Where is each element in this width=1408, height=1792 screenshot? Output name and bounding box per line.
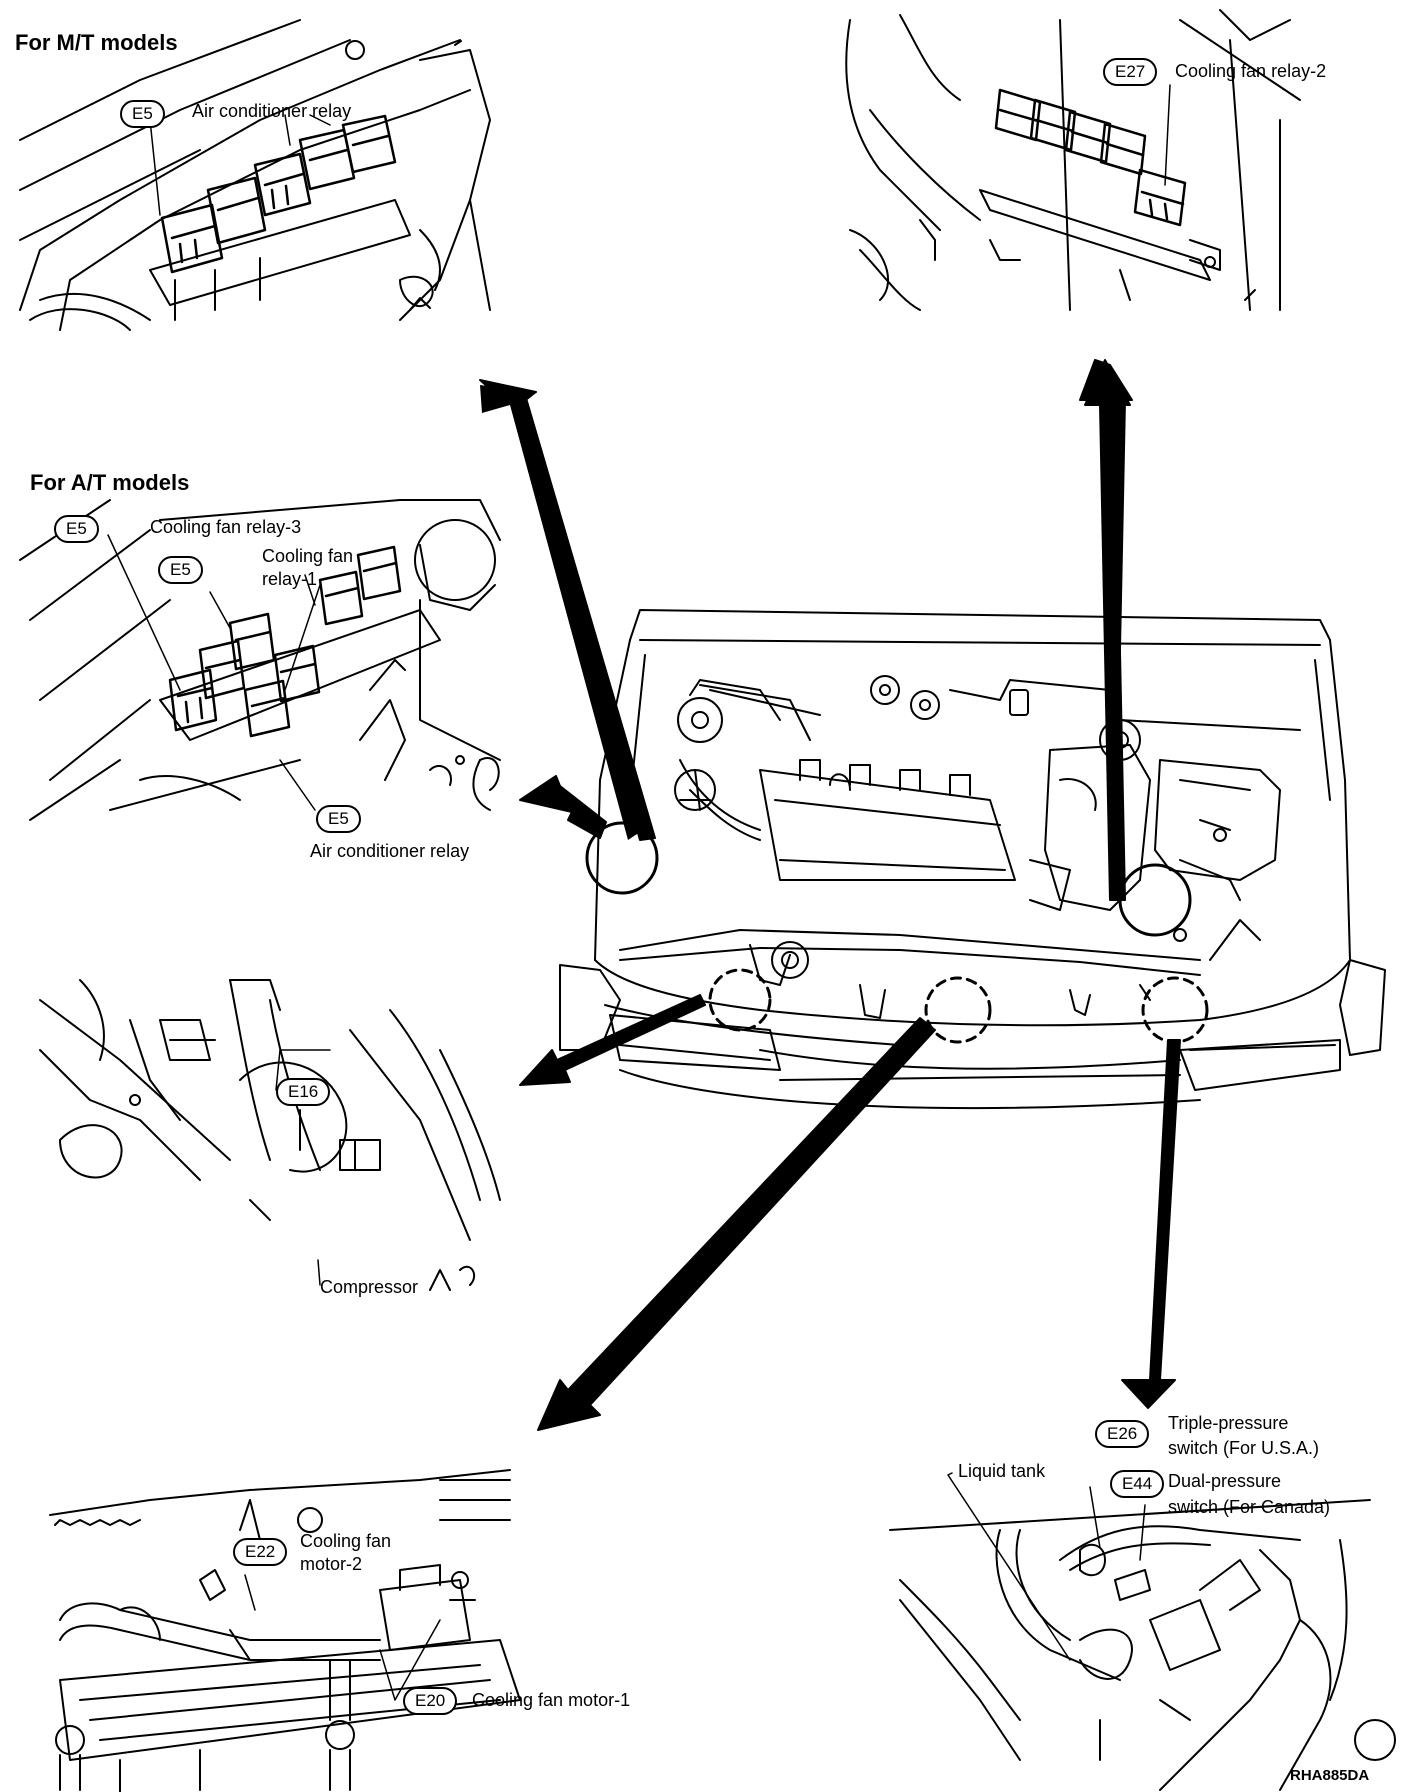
connector-e27: E27 xyxy=(1103,58,1158,86)
label-dual-pressure-line1: Dual-pressure xyxy=(1168,1471,1282,1491)
arrow-to-compressor xyxy=(519,994,706,1086)
label-cooling-fan-motor-2-line2: motor-2 xyxy=(300,1554,363,1574)
connector-e20: E20 xyxy=(403,1687,458,1715)
label-cooling-fan-relay-3: Cooling fan relay-3 xyxy=(150,517,302,537)
arrow-to-mt-relay xyxy=(480,385,640,840)
connector-e5-relay1: E5 xyxy=(158,556,203,584)
pointer-arrows xyxy=(479,359,1181,1431)
cooling-fan-motors-illustration xyxy=(49,1469,521,1792)
pressure-switch-illustration xyxy=(889,1499,1396,1791)
label-cooling-fan-motor-1: Cooling fan motor-1 xyxy=(472,1690,631,1710)
connector-e5-ac-relay: E5 xyxy=(316,805,361,833)
connector-e16: E16 xyxy=(276,1078,331,1106)
connector-e26: E26 xyxy=(1095,1420,1150,1448)
label-triple-pressure-line2: switch (For U.S.A.) xyxy=(1168,1438,1320,1458)
connector-e44: E44 xyxy=(1110,1470,1165,1498)
figure-code: RHA885DA xyxy=(1290,1767,1370,1784)
compressor-illustration xyxy=(39,979,501,1291)
mt-models-title: For M/T models xyxy=(15,30,178,55)
connector-e5-relay3: E5 xyxy=(54,515,99,543)
at-relay-box-illustration xyxy=(19,499,501,821)
leader-lines xyxy=(107,84,1171,1701)
label-cooling-fan-relay-1-line2: relay-1 xyxy=(262,569,318,589)
arrow-to-at-relay xyxy=(519,775,607,839)
label-mt-air-conditioner-relay: Air conditioner relay xyxy=(192,101,352,121)
arrow-to-fan-motors xyxy=(537,1017,936,1431)
label-dual-pressure-line2: switch (For Canada) xyxy=(1168,1497,1331,1517)
at-models-title: For A/T models xyxy=(30,470,190,495)
vehicle-engine-bay-illustration xyxy=(559,609,1386,1110)
label-at-air-conditioner-relay: Air conditioner relay xyxy=(310,841,470,861)
mt-relay-box-illustration xyxy=(19,19,491,331)
connector-e22: E22 xyxy=(233,1538,288,1566)
label-cooling-fan-motor-2-line1: Cooling fan xyxy=(300,1531,392,1551)
label-cooling-fan-relay-2: Cooling fan relay-2 xyxy=(1175,61,1327,81)
label-liquid-tank: Liquid tank xyxy=(958,1461,1046,1481)
connector-e5-mt: E5 xyxy=(120,100,165,128)
arrow-to-pressure-switch xyxy=(1121,1039,1181,1409)
label-cooling-fan-relay-1-line1: Cooling fan xyxy=(262,546,354,566)
relay-2-box-illustration xyxy=(845,9,1301,311)
label-compressor: Compressor xyxy=(320,1277,419,1297)
label-triple-pressure-line1: Triple-pressure xyxy=(1168,1413,1289,1433)
